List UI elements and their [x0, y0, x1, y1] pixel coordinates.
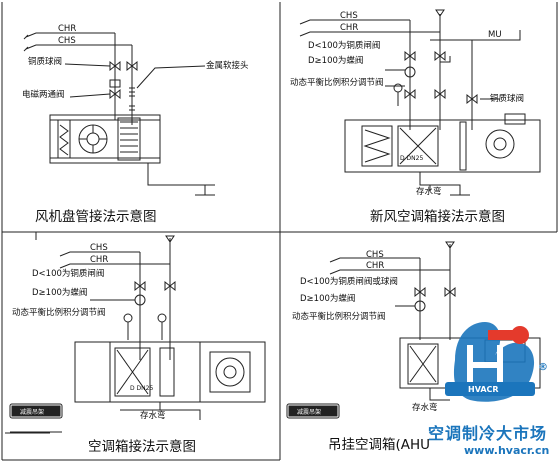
plate-label-p4: 减震吊架: [297, 409, 322, 416]
label-gate-valve-p4: D<100为铜质闸阀或球阀: [300, 277, 398, 287]
watermark-url: www.hvacr.cn: [464, 444, 550, 457]
label-flexjoint-p1: 金属软接头: [206, 61, 249, 71]
caption-hanging-ahu: 吊挂空调箱(AHU: [328, 437, 431, 453]
air-vent-p2: [435, 9, 445, 17]
pipe-label-chs-p4: CHS: [366, 250, 384, 260]
ball-valve-2: [126, 60, 138, 72]
caption-mau: 新风空调箱接法示意图: [370, 209, 505, 225]
solenoid-valve: [109, 88, 121, 100]
drain-p1: [147, 163, 206, 195]
gauge-p3a: [123, 313, 133, 323]
mau-coil: [397, 125, 439, 167]
plate-p3: [9, 403, 63, 419]
air-vent-p3: [165, 235, 175, 243]
watermark-title: 空调制冷大市场: [428, 424, 548, 443]
caption-ahu: 空调箱接法示意图: [88, 439, 196, 455]
label-ball-valve-p2: 铜质球阀: [490, 94, 525, 104]
label-dn25-p3: D DN25: [130, 385, 154, 392]
ahu-fan: [215, 357, 245, 387]
fcu-filter: [57, 119, 71, 159]
label-dn25-p2: D DN25: [400, 155, 424, 162]
chr-header-p2: [299, 31, 440, 37]
leader-ball-valve: [64, 63, 111, 67]
panel-ahu: [5, 235, 266, 434]
valve-p4a: [414, 286, 426, 298]
mau-fan: [485, 129, 515, 159]
mau-unit: [344, 119, 541, 173]
drain-p2: [419, 172, 461, 195]
ahu-fan-box: [209, 351, 251, 393]
chs-header-p1: [25, 44, 132, 50]
plate-p4: [286, 403, 340, 419]
chs-header-p4: [329, 257, 420, 263]
solenoid-actuator: [109, 79, 121, 88]
leader-flexjoint: [136, 65, 206, 89]
gauge-p3b: [157, 313, 167, 323]
pipe-label-chr-p3: CHR: [90, 255, 109, 265]
fcu-unit: [49, 114, 161, 164]
label-butterfly-p3: D≥100为蝶阀: [32, 288, 88, 298]
pipe-label-chr-p1: CHR: [58, 24, 77, 34]
label-balance-valve-p2: 动态平衡比例积分调节阀: [290, 78, 384, 88]
ahu-section: [159, 347, 175, 397]
balance-valve-p2: [404, 66, 416, 78]
mau-filter: [361, 125, 393, 167]
ahu-unit: [74, 341, 266, 403]
panel-mau: [299, 9, 541, 196]
caption-fcu: 风机盘管接法示意图: [35, 209, 157, 225]
gate-valve-p2b: [434, 50, 446, 62]
ahu-coil: [114, 347, 151, 397]
label-butterfly-p4: D≥100为蝶阀: [300, 294, 356, 304]
hanging-ahu-coil: [407, 343, 439, 385]
label-balance-valve-p3: 动态平衡比例积分调节阀: [12, 308, 106, 318]
pipe-label-chs-p2: CHS: [340, 11, 358, 21]
pipe-label-mu-p2: MU: [488, 30, 502, 40]
air-vent-p4: [445, 241, 455, 249]
mu-line: [430, 30, 521, 41]
pipe-label-chr-p4: CHR: [366, 261, 385, 271]
mau-heater: [459, 121, 467, 171]
drain-p3: [159, 402, 201, 420]
gate-valve-p3a: [134, 280, 146, 292]
label-gate-valve-p2: D<100为铜质闸阀: [308, 41, 381, 51]
mu-ball-valve: [466, 93, 478, 105]
pipe-label-chs-p3: CHS: [90, 243, 108, 253]
watermark-registered: ®: [538, 362, 548, 373]
label-gate-valve-p3: D<100为铜质闸阀: [32, 269, 105, 279]
valve-p4b: [444, 286, 456, 298]
ball-valve-1: [109, 60, 121, 72]
label-trap-p3: 存水弯: [140, 411, 166, 421]
chs-header-p3: [59, 251, 140, 257]
fcu-coil: [117, 117, 141, 161]
plate-label-p3: 减震吊架: [20, 409, 45, 416]
gate-valve-p3b: [164, 280, 176, 292]
chr-header-p1: [25, 32, 115, 38]
watermark-brand: HVACR: [468, 385, 499, 394]
label-trap-p4: 存水弯: [412, 403, 438, 413]
watermark-logo: [445, 322, 535, 402]
label-balance-valve-p4: 动态平衡比例积分调节阀: [292, 312, 386, 322]
leader-solenoid: [69, 93, 111, 98]
pipe-label-chr-p2: CHR: [340, 23, 359, 33]
chr-header-p4: [329, 269, 450, 275]
label-solenoid-p1: 电磁两通阀: [22, 90, 65, 100]
chs-header-p2: [299, 19, 410, 25]
label-butterfly-p2: D≥100为蝶阀: [308, 56, 364, 66]
gate-valve-p2a: [404, 50, 416, 62]
gauge-p2a: [393, 83, 403, 93]
flex-joint: [129, 87, 135, 97]
pipe-label-chs-p1: CHS: [58, 36, 76, 46]
label-trap-p2: 存水弯: [416, 187, 442, 197]
label-ball-valve-p1: 铜质球阀: [28, 57, 63, 67]
panel-fcu: [23, 32, 215, 196]
chr-header-p3: [59, 263, 170, 269]
